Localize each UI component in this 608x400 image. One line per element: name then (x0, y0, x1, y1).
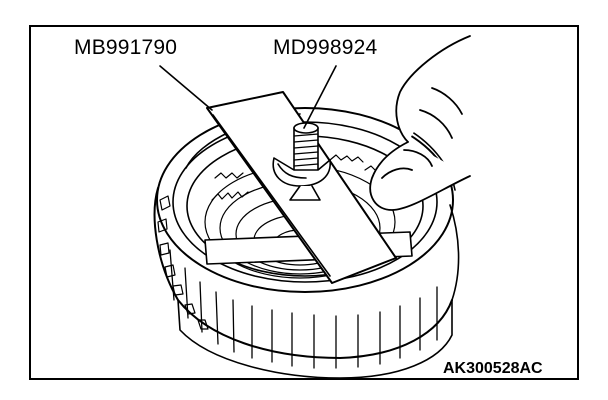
label-mb991790: MB991790 (74, 36, 178, 59)
figure-code: AK300528AC (443, 360, 543, 377)
label-md998924: MD998924 (273, 36, 378, 59)
md998924-bolt (272, 122, 331, 201)
drum-rim (156, 107, 456, 293)
hand (369, 35, 471, 211)
clutch-drum (153, 187, 460, 379)
leader-lines (159, 65, 337, 129)
